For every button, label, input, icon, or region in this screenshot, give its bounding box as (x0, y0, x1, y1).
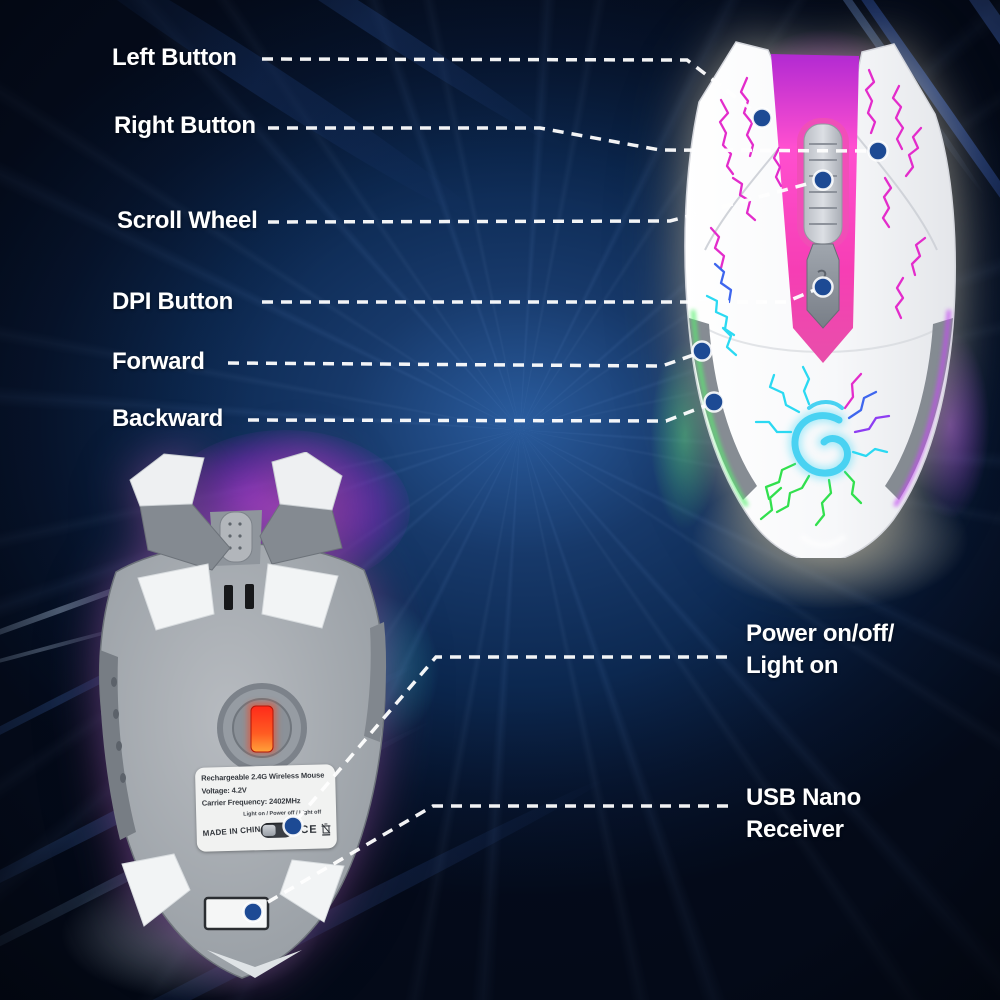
label-dpi-button: DPI Button (112, 288, 233, 315)
label-usb-line2: Receiver (746, 816, 844, 843)
label-usb: USB Nano Receiver (746, 782, 861, 846)
label-forward: Forward (112, 348, 205, 375)
power-callout-line (292, 655, 727, 825)
right-button-callout-dot (867, 140, 889, 162)
right-button-callout-line (268, 126, 873, 153)
label-scroll-wheel: Scroll Wheel (117, 207, 258, 234)
forward-callout-line (227, 351, 700, 368)
label-right-button: Right Button (114, 112, 256, 139)
label-backward: Backward (112, 405, 223, 432)
dpi-button-callout-dot (812, 276, 834, 298)
forward-callout-dot (691, 340, 713, 362)
scroll-wheel-callout-dot (812, 169, 834, 191)
usb-callout-line (255, 804, 728, 911)
label-left-button: Left Button (112, 44, 237, 71)
usb-callout-dot (242, 901, 264, 923)
backward-callout-dot (703, 391, 725, 413)
power-callout-dot (282, 815, 304, 837)
label-power-line2: Light on (746, 652, 839, 679)
backward-callout-line (247, 402, 711, 423)
dpi-button-callout-line (262, 286, 820, 304)
label-power: Power on/off/ Light on (746, 618, 894, 682)
left-button-callout-line (261, 57, 762, 118)
label-power-line1: Power on/off/ (746, 620, 895, 647)
scroll-wheel-callout-line (267, 179, 819, 224)
left-button-callout-dot (751, 107, 773, 129)
label-usb-line1: USB Nano (746, 784, 861, 811)
